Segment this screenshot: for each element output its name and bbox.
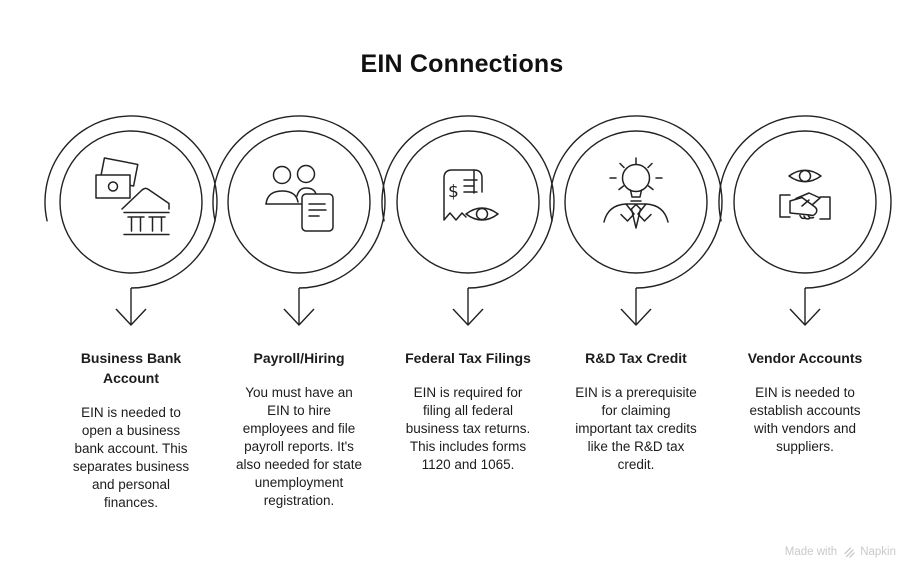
step-graphic — [549, 115, 723, 326]
step-graphic — [718, 115, 892, 326]
down-arrow-icon — [620, 288, 652, 326]
spiral-circle — [549, 115, 723, 289]
spiral-circle — [718, 115, 892, 289]
watermark-brand: Napkin — [860, 545, 896, 558]
step-title: R&D Tax Credit — [585, 350, 687, 366]
step-description: EIN is a prerequisite for claiming impor… — [575, 385, 697, 472]
step-federal-tax-filings: $ Federal Tax Filings EIN is required fo… — [378, 114, 558, 474]
step-payroll-hiring: Payroll/Hiring You must have an EIN to h… — [209, 114, 389, 510]
step-title: Payroll/Hiring — [253, 350, 345, 366]
step-rd-tax-credit: R&D Tax Credit EIN is a prerequisite for… — [546, 114, 726, 474]
step-graphic — [212, 115, 386, 326]
down-arrow-icon — [452, 288, 484, 326]
page-title: EIN Connections — [360, 50, 564, 78]
step-description: EIN is required for filing all federal b… — [405, 385, 531, 472]
bank-cash-icon — [95, 157, 170, 236]
step-title: Business Bank Account — [80, 350, 182, 386]
watermark: Made with Napkin — [785, 545, 896, 558]
step-description: You must have an EIN to hire employees a… — [235, 385, 363, 508]
employees-document-icon — [265, 164, 334, 232]
step-description: EIN is needed to open a business bank ac… — [72, 405, 190, 510]
receipt-eye-icon: $ — [443, 169, 499, 221]
spiral-circle — [44, 115, 218, 289]
napkin-logo-icon — [844, 547, 855, 558]
idea-person-icon — [603, 157, 669, 229]
step-vendor-accounts: Vendor Accounts EIN is needed to establi… — [715, 114, 895, 456]
spiral-circle — [212, 115, 386, 289]
eye-handshake-icon — [779, 169, 831, 220]
step-description: EIN is needed to establish accounts with… — [749, 385, 861, 454]
dollar-symbol: $ — [448, 182, 459, 202]
step-graphic: $ — [381, 115, 555, 326]
step-graphic — [44, 115, 218, 326]
watermark-text: Made with — [784, 545, 838, 558]
step-title: Federal Tax Filings — [405, 350, 531, 366]
step-business-bank-account: Business Bank Account EIN is needed to o… — [41, 114, 221, 512]
spiral-circle — [381, 115, 555, 289]
down-arrow-icon — [789, 288, 821, 326]
down-arrow-icon — [283, 288, 315, 326]
step-title: Vendor Accounts — [747, 350, 863, 366]
down-arrow-icon — [115, 288, 147, 326]
